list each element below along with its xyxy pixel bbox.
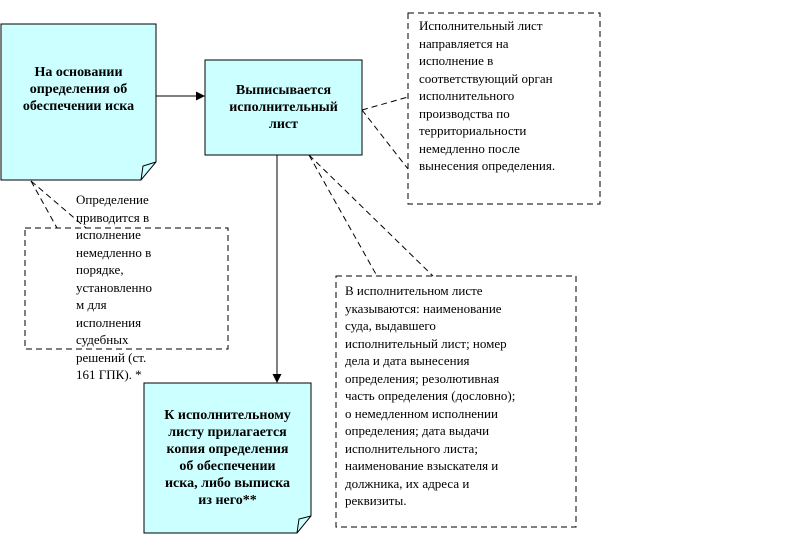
basis-box-fold: [140, 161, 157, 181]
basis-box: [0, 23, 157, 181]
execution-note-frame: [407, 12, 601, 205]
contents-note-text: В исполнительном листе указываются: наим…: [345, 283, 516, 508]
attach-box: [143, 382, 312, 534]
definition-callout-pointer: [30, 180, 87, 229]
execution-callout-pointer: [361, 96, 409, 170]
attach-box-fold: [296, 515, 312, 534]
contents-callout-pointer: [308, 154, 434, 277]
basis-box-text: На основании определения об обеспечении …: [22, 65, 135, 114]
issue-box-text: Выписывается исполнительный лист: [229, 83, 338, 132]
definition-note-text: Определение приводится в исполнение неме…: [76, 192, 152, 382]
contents-note-frame: [335, 275, 577, 528]
execution-note-text: Исполнительный лист направляется на испо…: [419, 18, 556, 173]
definition-note-frame: [24, 227, 229, 350]
issue-box: [204, 59, 363, 156]
attach-box-text: К исполнительному листу прилагается копи…: [164, 408, 291, 508]
